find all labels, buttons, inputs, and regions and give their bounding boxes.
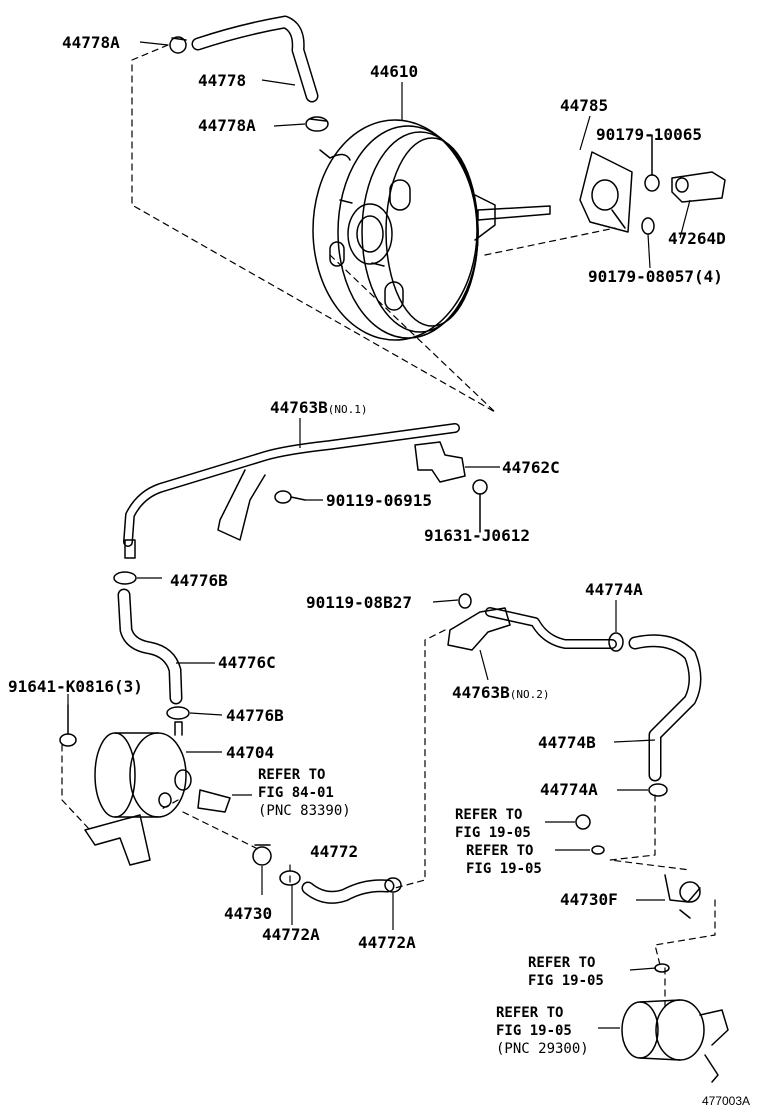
label-44774B: 44774B	[538, 733, 596, 752]
vacuum-tank-44704	[84, 721, 192, 866]
clamp-44778A-top	[169, 36, 187, 54]
bolt-90119-08B27	[458, 593, 472, 609]
label-44778A-top: 44778A	[62, 33, 120, 52]
clamp-44776B-top	[113, 571, 137, 585]
refer-19-05-d: REFER TO FIG 19-05 (PNC 29300)	[496, 1004, 589, 1058]
label-44774A-top: 44774A	[585, 580, 643, 599]
pin-47264D	[671, 171, 726, 203]
dashed-guide-lines	[61, 44, 716, 1011]
label-44776B-top: 44776B	[170, 571, 228, 590]
label-44763B-no2-note: (NO.2)	[509, 688, 550, 701]
label-44730F: 44730F	[560, 890, 618, 909]
label-44778A-mid: 44778A	[198, 116, 256, 135]
plug-ref-1	[575, 814, 591, 830]
refer-84-01-line3: (PNC 83390)	[258, 803, 351, 819]
label-44763B-no2: 44763B(NO.2)	[452, 684, 550, 704]
label-47264D: 47264D	[668, 229, 726, 248]
union-44730F	[664, 874, 701, 919]
refer-19-05-d-line1: REFER TO	[496, 1005, 564, 1021]
label-44730: 44730	[224, 904, 273, 923]
clamp-44772A-left	[279, 870, 301, 886]
clip-91631-J0612	[472, 479, 488, 533]
bracket-44785	[579, 151, 633, 233]
sensor-83390	[197, 789, 231, 813]
label-44776B-bot: 44776B	[226, 706, 284, 725]
label-44772: 44772	[310, 842, 359, 861]
label-91641-K0816: 91641-K0816(3)	[8, 677, 143, 696]
hose-44778	[191, 15, 319, 103]
refer-19-05-d-line3: (PNC 29300)	[496, 1041, 589, 1057]
clamp-44774A-bot	[648, 783, 668, 797]
nut-90179-10065	[644, 134, 660, 192]
refer-19-05-c-line2: FIG 19-05	[528, 973, 604, 989]
label-44763B-no2-text: 44763B	[452, 683, 510, 702]
clamp-44776B-bot	[166, 706, 190, 720]
vacuum-pump-29300	[621, 999, 729, 1083]
clamp-44774A-top	[608, 632, 624, 652]
label-44776C: 44776C	[218, 653, 276, 672]
oring-ref-3	[654, 963, 670, 973]
refer-84-01: REFER TO FIG 84-01 (PNC 83390)	[258, 766, 351, 820]
label-44772A-right: 44772A	[358, 933, 416, 952]
refer-19-05-b-line1: REFER TO	[466, 843, 534, 859]
label-44778: 44778	[198, 71, 247, 90]
label-44763B-no1-note: (NO.1)	[327, 403, 368, 416]
illustration-code: 477003A	[701, 1094, 750, 1108]
refer-19-05-b-line2: FIG 19-05	[466, 861, 542, 877]
label-44785: 44785	[560, 96, 609, 115]
refer-19-05-c-line1: REFER TO	[528, 955, 596, 971]
nut-90179-08057	[641, 217, 655, 235]
refer-19-05-a: REFER TO FIG 19-05	[455, 806, 531, 842]
refer-84-01-line1: REFER TO	[258, 767, 326, 783]
refer-84-01-line2: FIG 84-01	[258, 785, 334, 801]
bolt-90119-06915	[274, 490, 306, 504]
bracket-44762C	[414, 441, 466, 483]
pipe-44763B-no1	[123, 423, 460, 559]
label-44704: 44704	[226, 743, 275, 762]
bolt-91641-K0816	[59, 704, 77, 747]
label-44763B-no1: 44763B(NO.1)	[270, 399, 368, 419]
label-44772A-left: 44772A	[262, 925, 320, 944]
refer-19-05-a-line1: REFER TO	[455, 807, 523, 823]
hose-44772	[301, 879, 395, 904]
switch-44730	[252, 844, 272, 866]
label-91631-J0612: 91631-J0612	[424, 526, 530, 545]
pipe-44763B-no2	[447, 607, 617, 651]
refer-19-05-d-line2: FIG 19-05	[496, 1023, 572, 1039]
label-44610: 44610	[370, 62, 419, 81]
refer-19-05-c: REFER TO FIG 19-05	[528, 954, 604, 990]
brake-booster-44610	[312, 119, 551, 341]
label-90179-10065: 90179-10065	[596, 125, 702, 144]
label-90119-08B27: 90119-08B27	[306, 593, 412, 612]
label-44763B-no1-text: 44763B	[270, 398, 328, 417]
refer-19-05-b: REFER TO FIG 19-05	[466, 842, 542, 878]
clamp-44778A-mid	[305, 116, 329, 132]
clamp-44772A-right	[384, 877, 402, 893]
label-90179-08057: 90179-08057(4)	[588, 267, 723, 286]
label-44774A-bot: 44774A	[540, 780, 598, 799]
oring-ref-2	[591, 845, 605, 855]
refer-19-05-a-line2: FIG 19-05	[455, 825, 531, 841]
hose-44774B	[628, 634, 702, 782]
leader-lines	[67, 41, 691, 1029]
label-90119-06915: 90119-06915	[326, 491, 432, 510]
label-44762C: 44762C	[502, 458, 560, 477]
hose-44776C	[117, 588, 183, 705]
